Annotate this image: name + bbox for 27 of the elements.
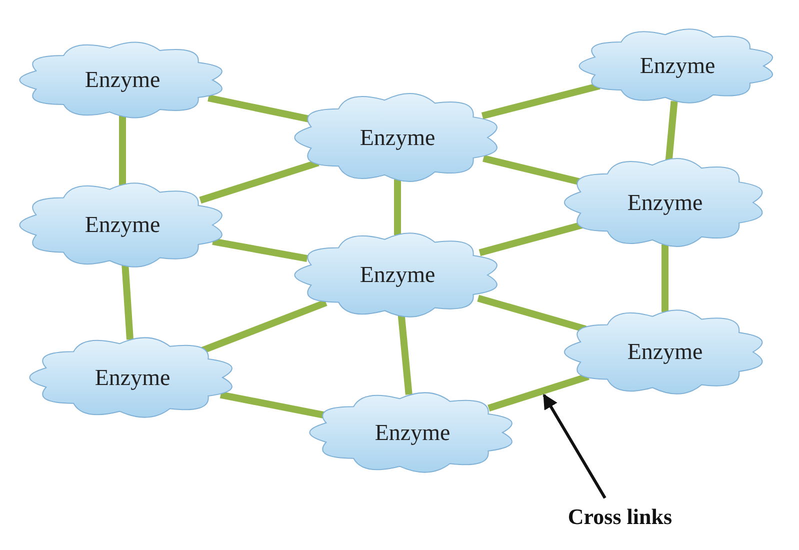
cross-link-line — [200, 299, 328, 354]
enzyme-label: Enzyme — [374, 420, 450, 446]
cross-link-line — [662, 244, 668, 312]
cross-link-line — [477, 294, 587, 332]
cross-link-line — [119, 116, 126, 185]
cross-link-line — [482, 154, 582, 186]
cross-link-line — [208, 94, 310, 122]
enzyme-label: Enzyme — [627, 339, 703, 365]
cross-link-line — [398, 314, 412, 395]
leader-line — [542, 394, 606, 499]
cross-link-line — [478, 221, 584, 256]
cross-link-line — [122, 264, 134, 340]
cross-link-line — [665, 100, 678, 161]
cross-link-line — [212, 238, 308, 262]
enzyme-label: Enzyme — [84, 67, 160, 93]
enzyme-label: Enzyme — [627, 190, 703, 216]
enzyme-label: Enzyme — [360, 262, 436, 288]
cross-link-line — [481, 82, 600, 120]
enzyme-label: Enzyme — [94, 364, 170, 390]
cross-link-line — [488, 373, 590, 412]
enzyme-label: Enzyme — [360, 124, 436, 150]
annotation-text: Cross links — [568, 504, 672, 530]
cross-link-line — [199, 159, 320, 204]
enzyme-label: Enzyme — [84, 212, 160, 238]
cross-link-line — [394, 180, 401, 235]
enzyme-label: Enzyme — [640, 53, 716, 79]
cross-link-line — [220, 391, 326, 419]
